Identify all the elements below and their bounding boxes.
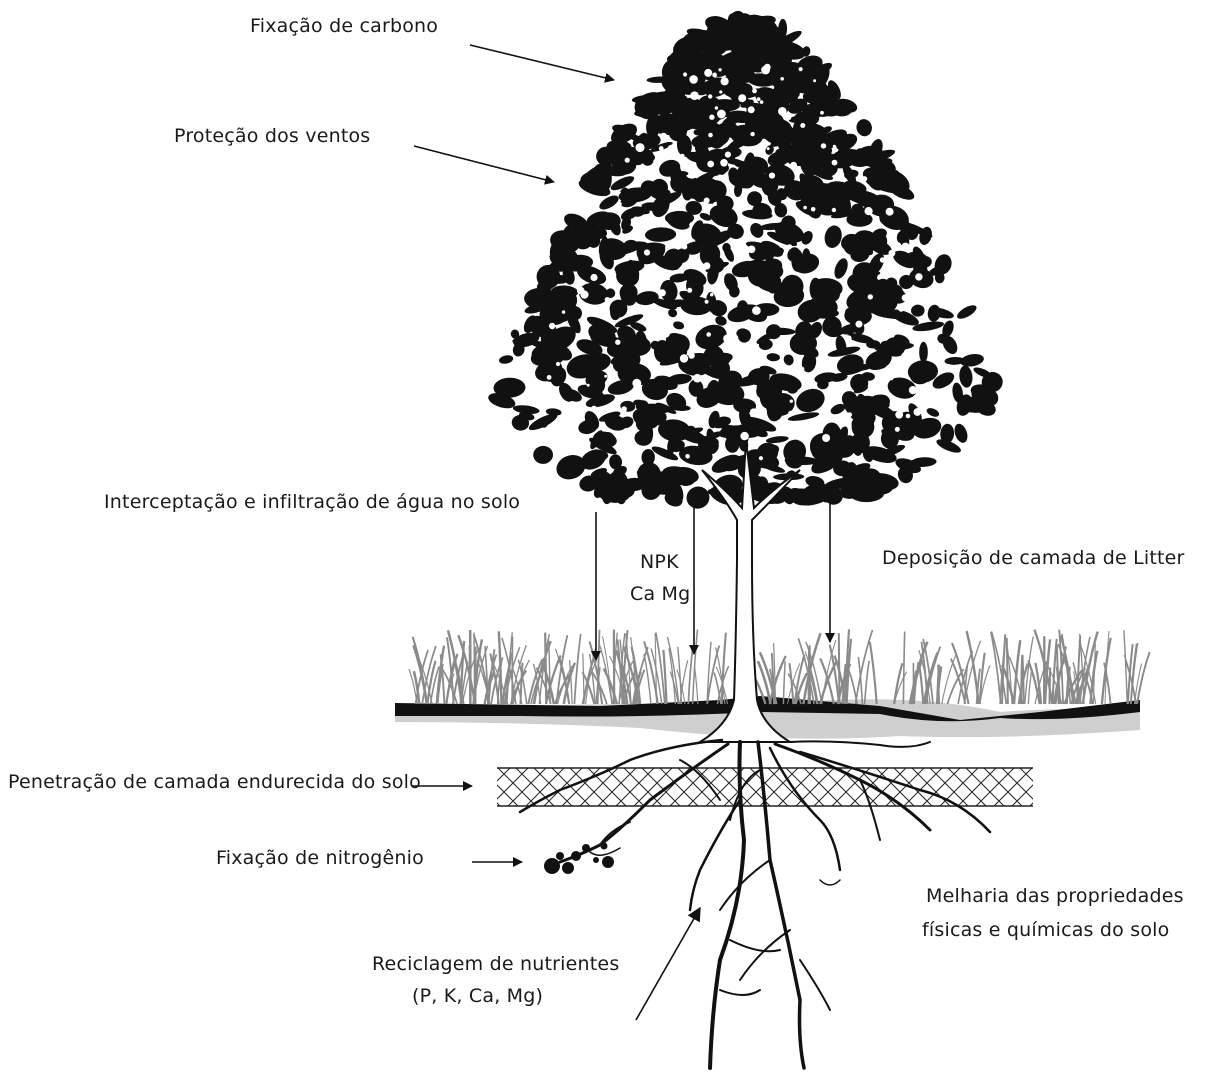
label-ca-mg: Ca Mg (630, 582, 690, 606)
arrow-nutrient-recycling (636, 908, 700, 1020)
tree-canopy (486, 8, 1005, 512)
label-soil-improvement-line2: físicas e químicas do solo (922, 918, 1169, 942)
grass-layer (409, 629, 1150, 704)
label-carbon-fixation: Fixação de carbono (250, 14, 438, 38)
label-wind-protection: Proteção dos ventos (174, 124, 370, 148)
tree-trunk (700, 440, 800, 742)
label-nutrient-recycling-line2: (P, K, Ca, Mg) (412, 984, 543, 1008)
label-soil-improvement-line1: Melharia das propriedades (926, 884, 1184, 908)
label-hardpan-penetration: Penetração de camada endurecida do solo (8, 770, 421, 794)
arrow-wind-protection (414, 146, 554, 182)
label-nutrient-recycling-line1: Reciclagem de nutrientes (372, 952, 619, 976)
label-nitrogen-fixation: Fixação de nitrogênio (216, 846, 424, 870)
label-npk: NPK (640, 550, 679, 574)
label-litter-deposition: Deposição de camada de Litter (882, 546, 1185, 570)
nitrogen-nodules (544, 843, 614, 875)
label-water-interception: Interceptação e infiltração de água no s… (104, 490, 520, 514)
arrow-carbon-fixation (470, 45, 614, 80)
